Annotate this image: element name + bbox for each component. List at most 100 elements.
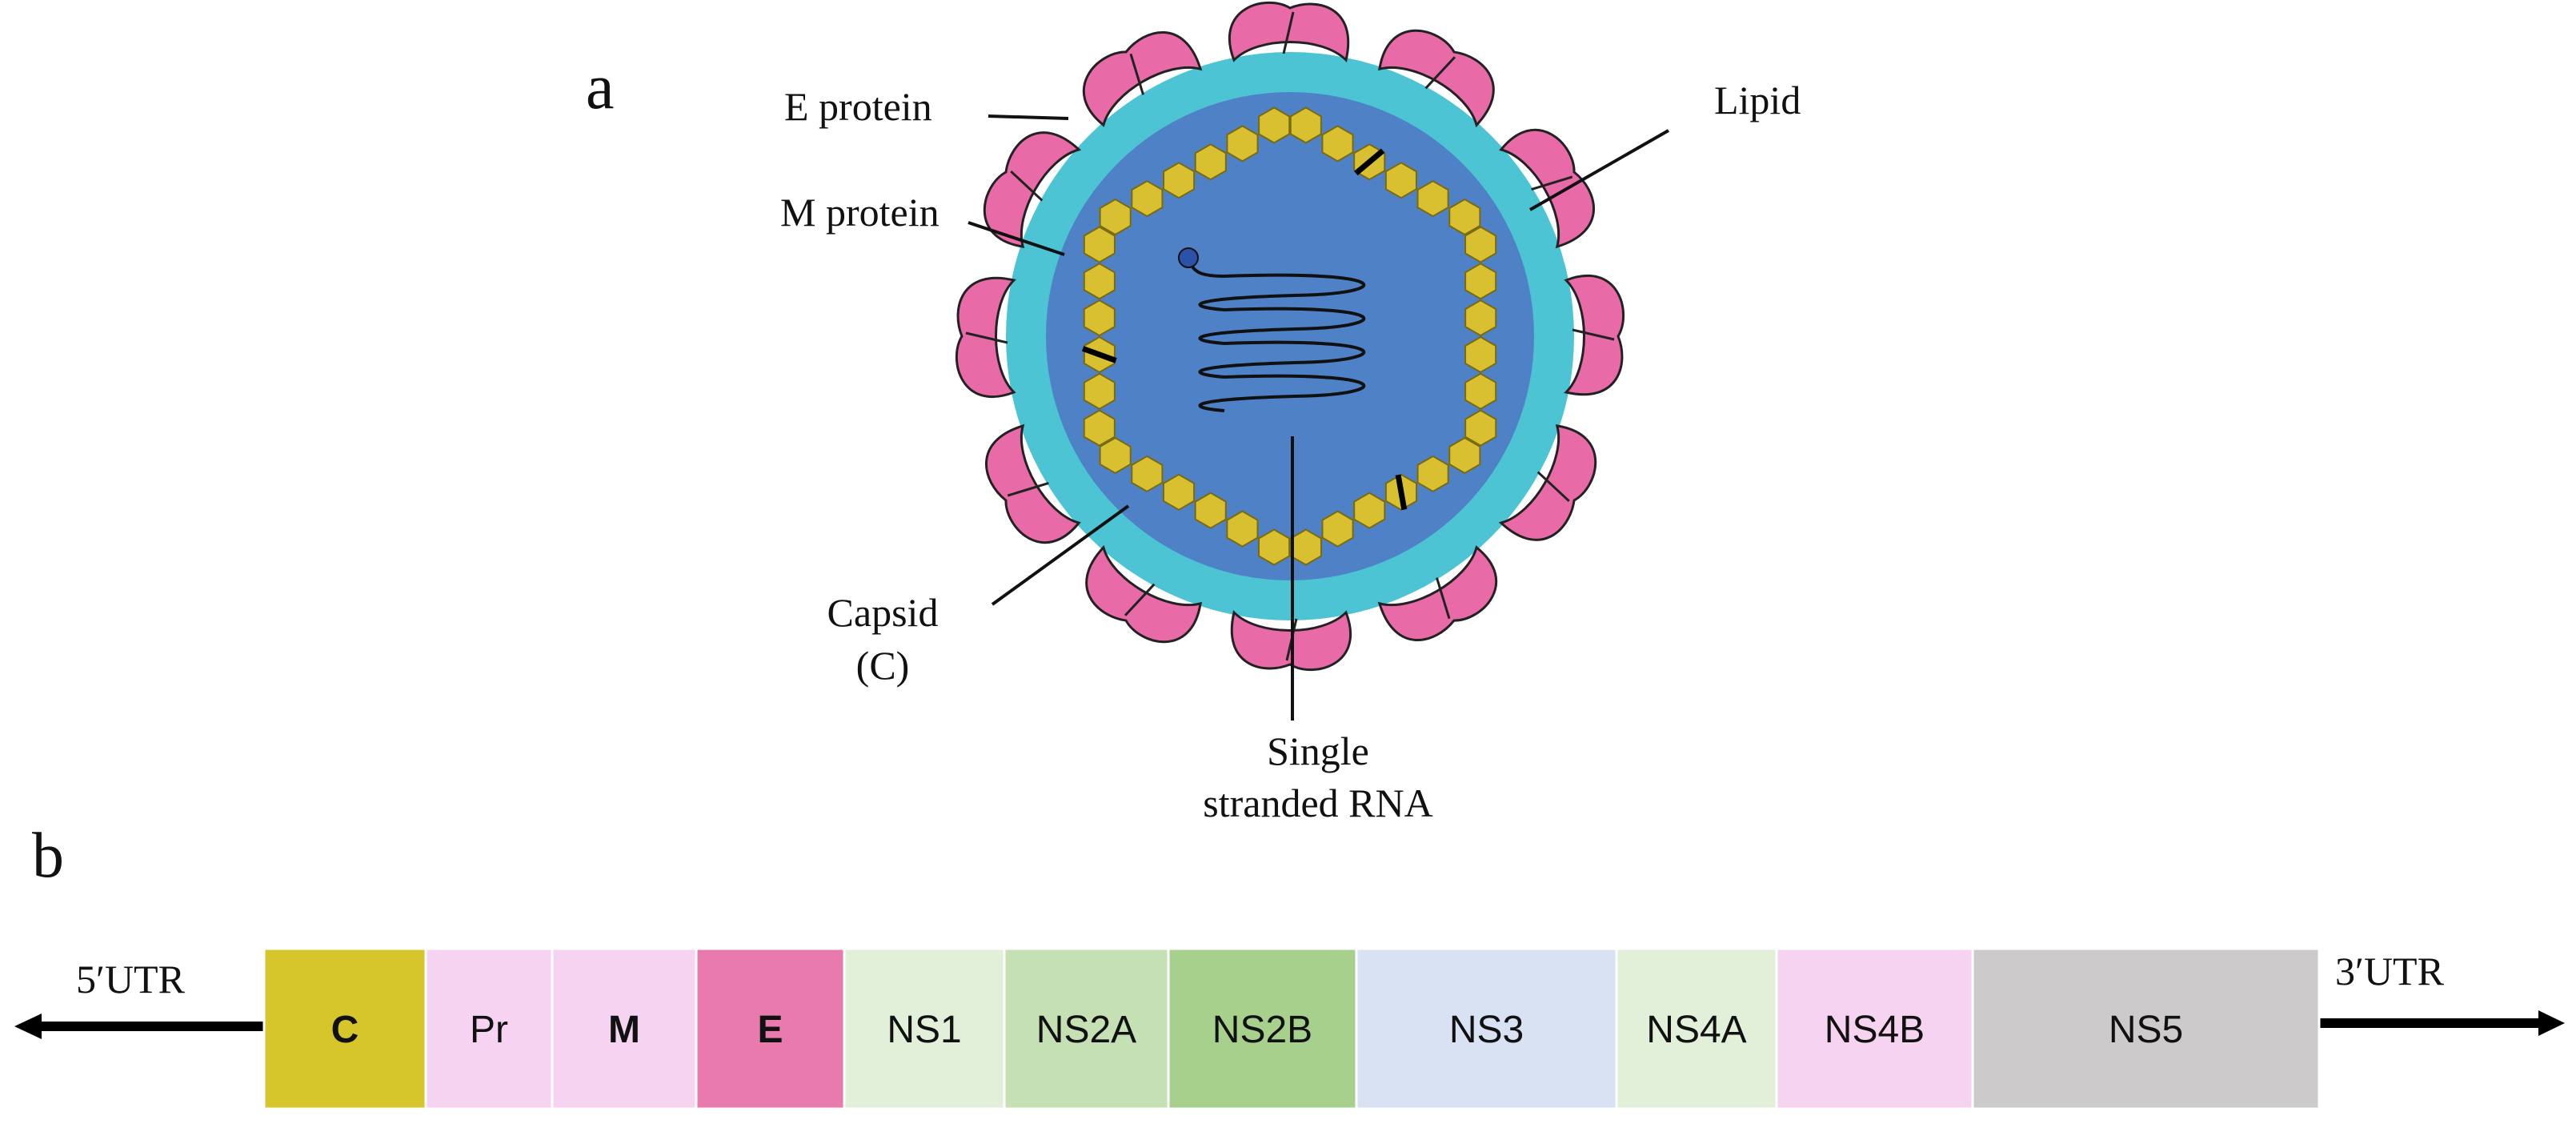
segment-block — [1167, 947, 1358, 1110]
e-protein-fold — [1531, 175, 1573, 191]
capsid-subunit — [1384, 162, 1417, 199]
e-protein-dimer — [1228, 1, 1350, 62]
e-protein-fold — [1424, 56, 1456, 90]
e-protein-layer — [955, 1, 1625, 672]
e-protein-dimer — [1377, 545, 1498, 641]
segment-label: C — [331, 1009, 359, 1051]
capsid-subunit — [1289, 106, 1322, 144]
utr3-arrowhead — [2538, 1010, 2565, 1036]
rna-coil — [1178, 247, 1366, 412]
genome-segment: NS1 — [843, 947, 1006, 1110]
lipid-leader — [1529, 129, 1669, 211]
capsid-subunit — [1194, 492, 1227, 529]
e-protein-dimer — [983, 131, 1082, 248]
capsid-subunit — [1194, 143, 1227, 181]
capsid-subunit — [1131, 455, 1164, 493]
capsid-subunit — [1464, 372, 1497, 410]
e-protein-shape — [1499, 128, 1595, 249]
e-protein-dimer — [1564, 274, 1625, 396]
capsid-subunit — [1258, 528, 1291, 566]
e-protein-fold — [1435, 577, 1451, 620]
capsid-label: Capsid — [827, 590, 939, 635]
e-protein-fold — [1124, 583, 1156, 616]
e-protein-fold — [1536, 471, 1570, 503]
segment-label: NS3 — [1449, 1009, 1524, 1051]
genome-segment: M — [551, 947, 698, 1110]
e-protein-shape — [1082, 31, 1203, 127]
capsid-subunit — [1321, 125, 1354, 163]
segment-block — [1355, 947, 1618, 1110]
rna-label-line2: stranded RNA — [1203, 781, 1432, 825]
panel-b-letter: b — [32, 821, 64, 891]
e-protein-label: E protein — [784, 84, 932, 129]
e-protein-leader — [988, 114, 1069, 120]
capsid-subunit — [1289, 528, 1322, 566]
virion — [955, 1, 1625, 672]
capsid-subunit — [1131, 179, 1164, 218]
e-protein-dimer — [955, 276, 1016, 399]
virion-core — [1046, 92, 1534, 580]
capsid-subunit — [1464, 409, 1497, 447]
e-protein-dimer — [1498, 424, 1597, 541]
e-protein-dimer — [1499, 128, 1595, 249]
e-protein-dimer — [1378, 29, 1495, 128]
segment-label: Pr — [470, 1009, 508, 1051]
panel-a-letter: a — [586, 52, 615, 122]
capsid-subunit — [1321, 510, 1354, 548]
capsid-subunit — [1464, 335, 1497, 374]
segment-block — [551, 947, 698, 1110]
capsid-subunit — [1353, 492, 1386, 529]
utr5-label: 5′UTR — [76, 957, 186, 1002]
utr3-label: 3′UTR — [2335, 949, 2445, 994]
capsid-subunit — [1226, 510, 1259, 548]
capsid-subunit — [1162, 473, 1196, 511]
rna-cap — [1178, 247, 1199, 268]
capsid-subunit — [1163, 162, 1196, 199]
utr5-arrowhead — [14, 1014, 42, 1039]
segment-block — [262, 947, 427, 1110]
genome-segment: E — [695, 947, 846, 1110]
capsid-subunit — [1083, 409, 1116, 447]
capsid-subunit — [1083, 372, 1116, 410]
capsid-subunit — [1416, 455, 1449, 493]
genome-segment: NS2B — [1167, 947, 1358, 1110]
genome-segment: Pr — [424, 947, 554, 1110]
e-protein-fold — [1010, 170, 1044, 202]
capsid-subunit — [1226, 125, 1259, 163]
segment-label: NS4A — [1646, 1009, 1746, 1051]
capsid-layer — [1081, 106, 1497, 566]
segment-block — [1775, 947, 1974, 1110]
m-protein-mark — [1081, 346, 1117, 363]
e-protein-dimer — [1085, 544, 1202, 644]
m-protein-mark — [1354, 148, 1385, 176]
m-protein-leader — [968, 221, 1065, 256]
lipid-label: Lipid — [1714, 78, 1801, 122]
e-protein-fold — [1282, 11, 1295, 54]
genome-segment: NS2A — [1003, 947, 1170, 1110]
segment-block — [1971, 947, 2321, 1110]
capsid-leader — [991, 504, 1130, 606]
segment-label: NS1 — [887, 1009, 961, 1051]
genome-segment: NS5 — [1971, 947, 2321, 1110]
segment-label: NS4B — [1825, 1009, 1925, 1051]
capsid-subunit — [1416, 179, 1449, 218]
segment-block — [843, 947, 1006, 1110]
segment-block — [1615, 947, 1778, 1110]
capsid-subunit — [1464, 299, 1497, 337]
segment-label: NS5 — [2109, 1009, 2183, 1051]
segment-block — [695, 947, 846, 1110]
m-protein-mark — [1395, 474, 1408, 511]
segment-label: NS2A — [1036, 1009, 1136, 1051]
capsid-subunit — [1083, 299, 1116, 337]
genome-segment: C — [262, 947, 427, 1110]
genome-segment: NS4B — [1775, 947, 1974, 1110]
capsid-subunit — [1464, 226, 1497, 263]
rna-strand — [1187, 257, 1366, 412]
leader-lines — [968, 114, 1669, 721]
e-protein-fold — [1007, 481, 1049, 497]
e-protein-dimer — [1082, 31, 1203, 127]
e-protein-dimer — [985, 424, 1081, 544]
capsid-subunit — [1083, 263, 1116, 300]
